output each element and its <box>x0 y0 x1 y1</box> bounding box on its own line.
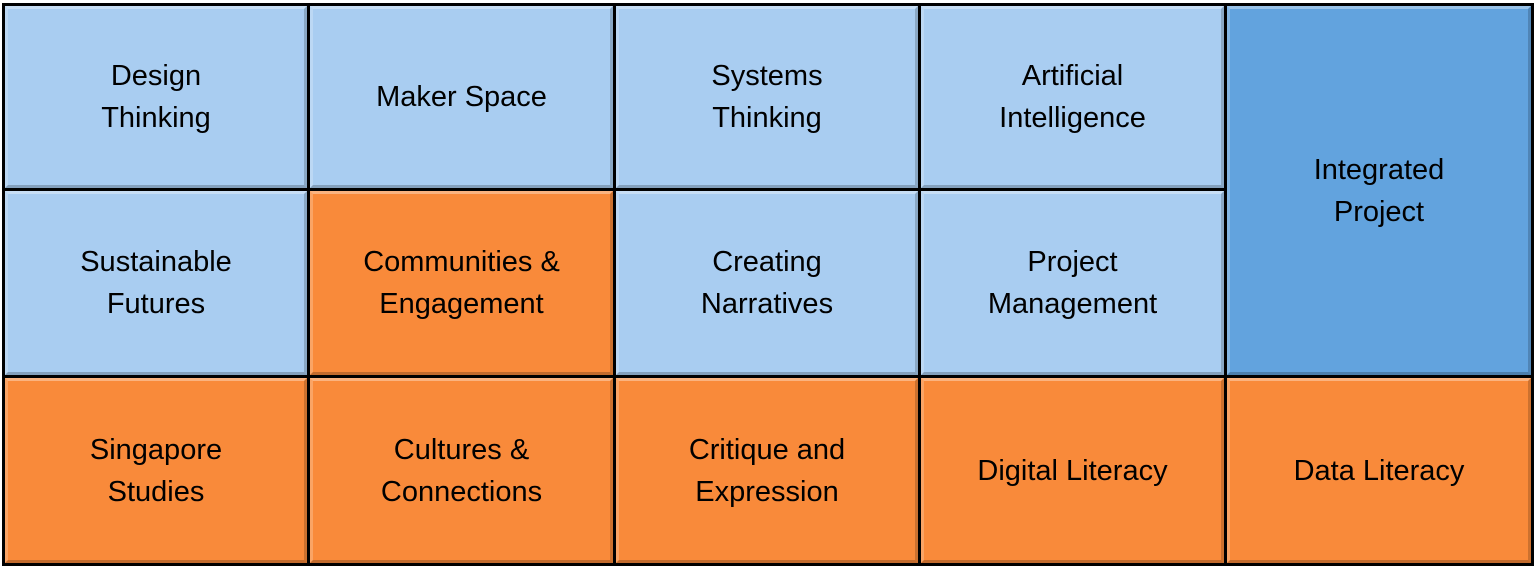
tile-project-management: Project Management <box>921 191 1224 375</box>
tile-sustainable-futures: Sustainable Futures <box>5 191 307 375</box>
tile-communities-engagement: Communities & Engagement <box>310 191 613 375</box>
tile-critique-expression: Critique and Expression <box>616 378 918 563</box>
tile-label: Digital Literacy <box>977 454 1168 487</box>
tile-label: Singapore Studies <box>89 433 223 508</box>
tile-digital-literacy: Digital Literacy <box>921 378 1224 563</box>
tile-label: Project Management <box>987 246 1158 320</box>
tile-label: Artificial Intelligence <box>999 60 1146 134</box>
tile-label: Data Literacy <box>1293 454 1465 487</box>
tile-label: Design Thinking <box>101 60 211 134</box>
tile-label: Systems Thinking <box>711 60 823 134</box>
tile-singapore-studies: Singapore Studies <box>5 378 307 563</box>
tile-label: Integrated Project <box>1313 153 1445 228</box>
tile-maker-space: Maker Space <box>310 6 613 188</box>
tile-systems-thinking: Systems Thinking <box>616 6 918 188</box>
tile-label: Maker Space <box>376 81 547 113</box>
tile-artificial-intelligence: Artificial Intelligence <box>921 6 1224 188</box>
tile-integrated-project: Integrated Project <box>1227 6 1531 375</box>
tile-creating-narratives: Creating Narratives <box>616 191 918 375</box>
tile-design-thinking: Design Thinking <box>5 6 307 188</box>
tile-label: Creating Narratives <box>700 246 834 320</box>
tile-cultures-connections: Cultures & Connections <box>310 378 613 563</box>
tile-label: Critique and Expression <box>688 433 846 508</box>
tile-label: Cultures & Connections <box>380 433 543 508</box>
tile-label: Sustainable Futures <box>80 246 232 320</box>
tile-data-literacy: Data Literacy <box>1227 378 1531 563</box>
tile-label: Communities & Engagement <box>363 246 560 320</box>
